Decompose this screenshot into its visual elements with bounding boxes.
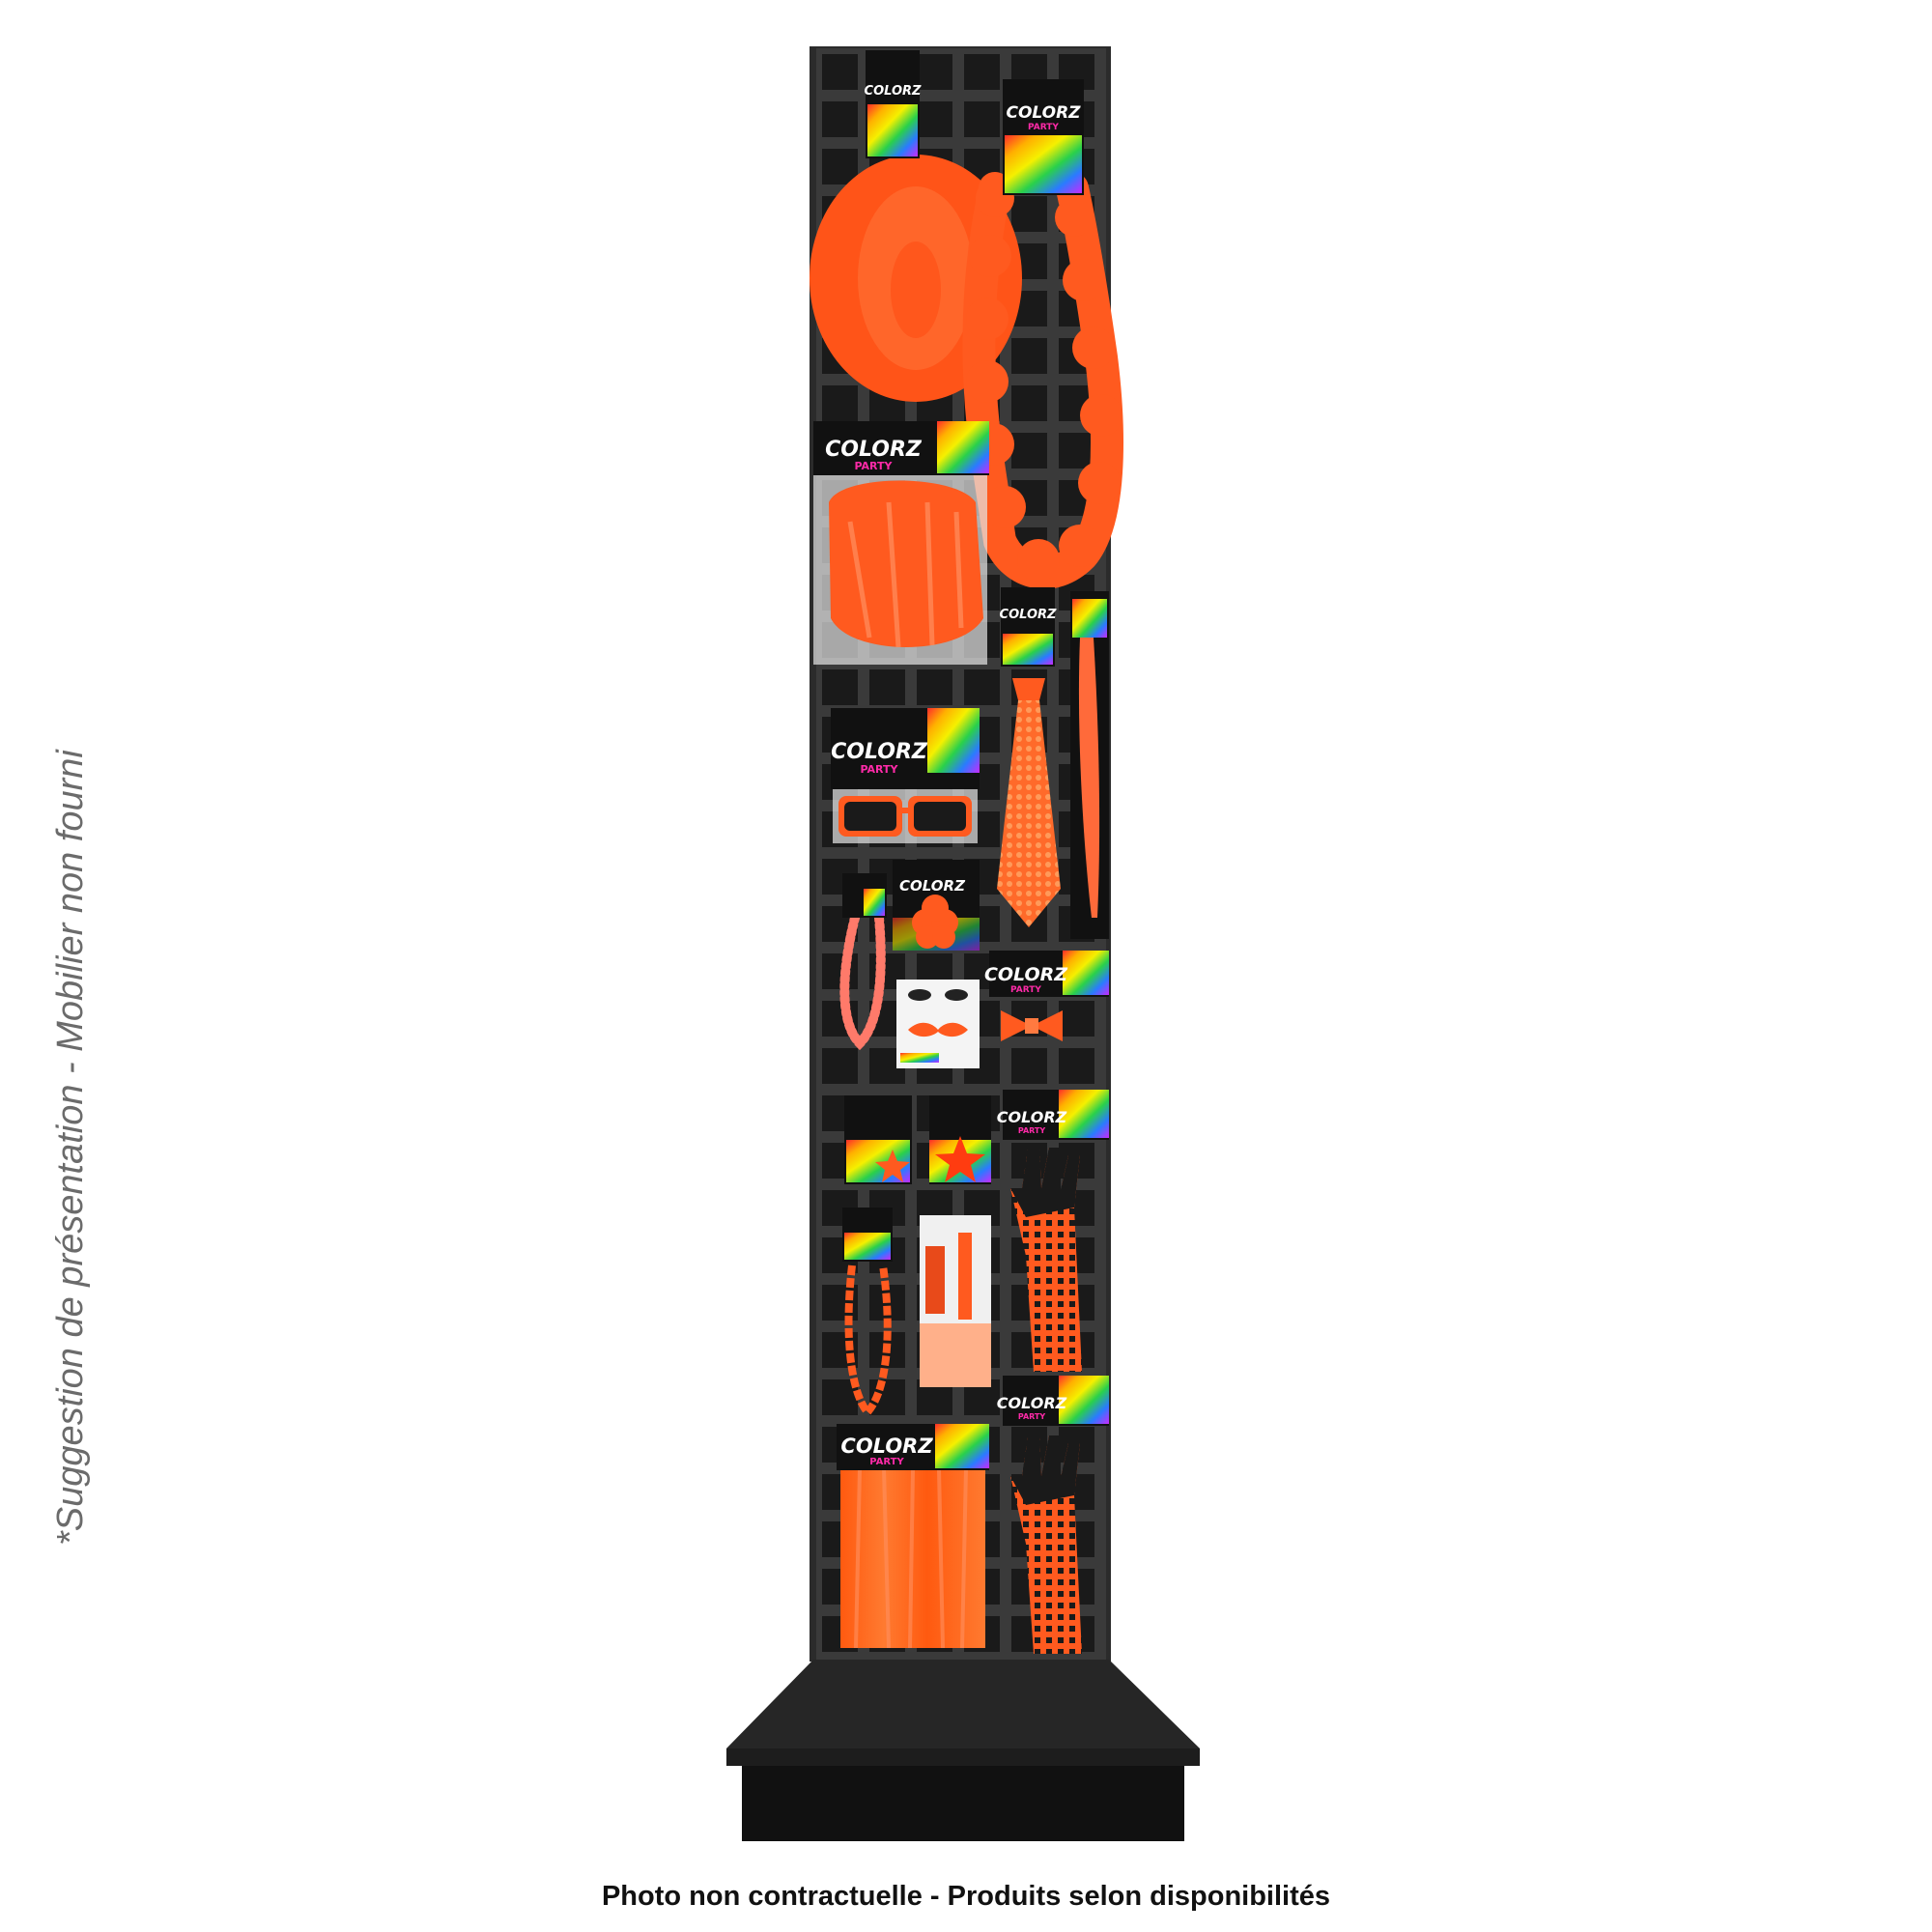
gloves-1-header-card: COLORZ PARTY: [997, 1090, 1109, 1140]
bow-tie-header-card: COLORZ PARTY: [984, 951, 1109, 997]
lei-header-card: COLORZ PARTY: [1003, 79, 1084, 195]
hat-header-card: COLORZ: [865, 50, 922, 158]
bead-necklace-header-card: [842, 873, 887, 918]
svg-text:PARTY: PARTY: [860, 763, 898, 776]
svg-text:COLORZ: COLORZ: [831, 740, 928, 764]
orange-tutu: [840, 1466, 985, 1649]
orange-fishnet-gloves: [1010, 1435, 1082, 1654]
svg-text:COLORZ: COLORZ: [984, 964, 1068, 985]
orange-mustache: [896, 980, 980, 1068]
svg-text:COLORZ: COLORZ: [825, 438, 923, 462]
svg-text:COLORZ: COLORZ: [1000, 608, 1057, 622]
orange-wig: [813, 471, 987, 665]
orange-bead-necklace: [839, 913, 886, 1051]
orange-star-clip: [929, 1095, 991, 1184]
glasses-header-card: COLORZ PARTY: [831, 708, 980, 789]
svg-text:PARTY: PARTY: [1028, 123, 1059, 132]
orange-sequin-tie: [997, 678, 1061, 927]
side-note: *Suggestion de présentation - Mobilier n…: [50, 750, 91, 1546]
hair-extension-header-card: [1072, 599, 1107, 638]
svg-text:COLORZ: COLORZ: [840, 1435, 933, 1458]
orange-flower-clip: COLORZ: [893, 860, 980, 951]
orange-sunglasses: [833, 787, 978, 843]
orange-hair-extension: [1070, 591, 1109, 939]
orange-bow-tie: [1001, 1010, 1063, 1041]
svg-text:COLORZ: COLORZ: [997, 1108, 1067, 1126]
tutu-header-card: COLORZ PARTY: [837, 1424, 989, 1470]
svg-text:PARTY: PARTY: [869, 1457, 904, 1467]
svg-text:PARTY: PARTY: [1018, 1126, 1046, 1135]
svg-text:PARTY: PARTY: [1018, 1412, 1046, 1421]
svg-text:PARTY: PARTY: [854, 460, 893, 472]
stand-base: [726, 1660, 1200, 1841]
gloves-2-header-card: COLORZ PARTY: [997, 1376, 1109, 1426]
orange-chain-necklace: [842, 1208, 893, 1419]
brand-logo-text: COLORZ: [865, 84, 922, 99]
svg-text:COLORZ: COLORZ: [899, 877, 966, 895]
wig-header-card: COLORZ PARTY: [813, 421, 989, 475]
svg-text:PARTY: PARTY: [1010, 985, 1041, 995]
disclaimer: Photo non contractuelle - Produits selon…: [601, 1881, 1331, 1912]
orange-star-earrings: [844, 1095, 912, 1184]
orange-fishnet-gloves: [1010, 1148, 1082, 1372]
tie-header-card: COLORZ: [1000, 587, 1057, 667]
svg-text:COLORZ: COLORZ: [1006, 103, 1081, 123]
orange-stockings: [920, 1215, 991, 1387]
svg-text:COLORZ: COLORZ: [997, 1394, 1067, 1412]
